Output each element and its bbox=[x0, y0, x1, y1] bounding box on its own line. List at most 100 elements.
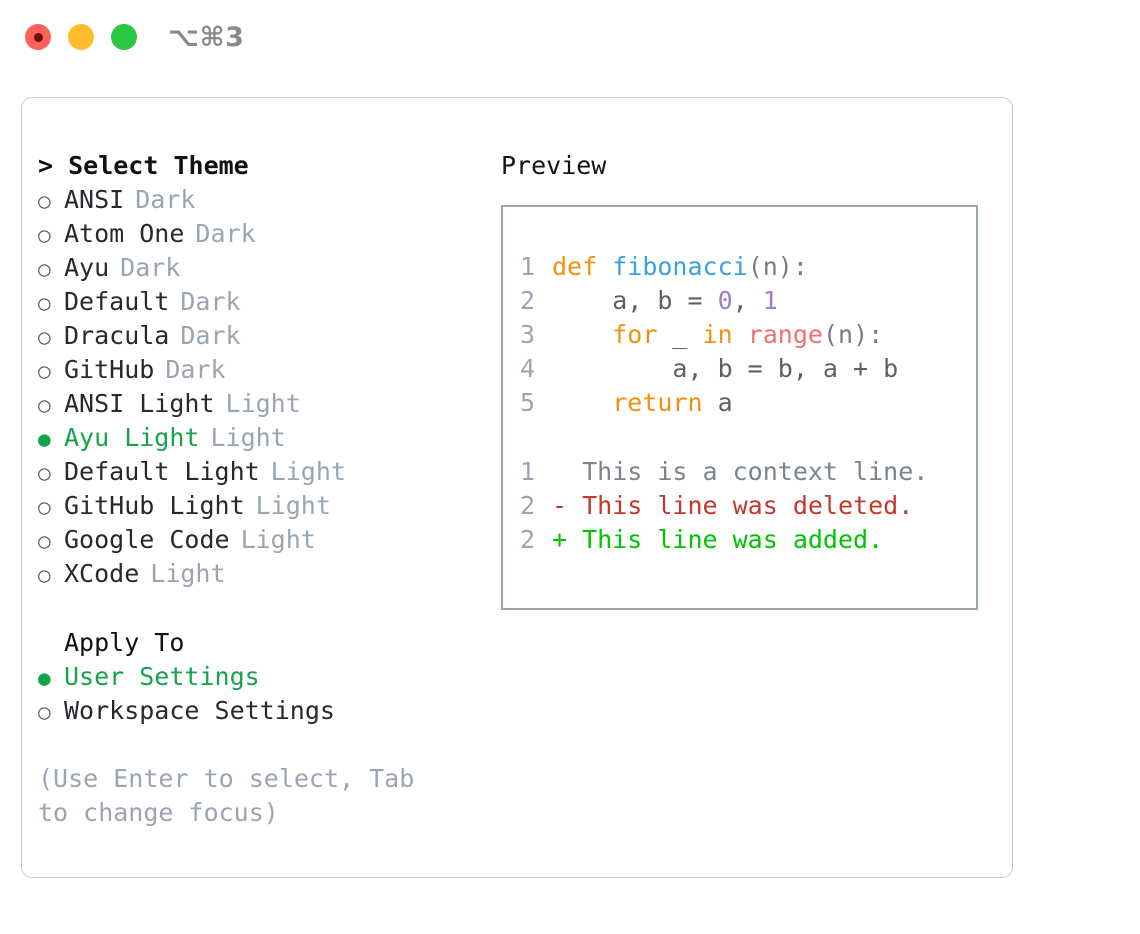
code-line: 1 def fibonacci(n): bbox=[520, 250, 898, 284]
code-line: 3 for _ in range(n): bbox=[520, 318, 898, 352]
window-controls bbox=[25, 24, 137, 50]
code-token bbox=[597, 252, 612, 281]
theme-option-label: Google Code bbox=[64, 525, 230, 554]
radio-unselected-icon: ○ bbox=[38, 257, 51, 281]
theme-option[interactable]: ○ XCode Light bbox=[38, 557, 498, 591]
code-token: def bbox=[552, 252, 598, 281]
code-token bbox=[733, 320, 748, 349]
code-token: for bbox=[612, 320, 658, 349]
theme-option-label: Dracula bbox=[64, 321, 170, 350]
code-token: range bbox=[747, 320, 823, 349]
apply-to-option[interactable]: ●User Settings bbox=[38, 660, 498, 694]
radio-unselected-icon: ○ bbox=[38, 563, 51, 587]
diff-line-number: 2 bbox=[520, 491, 536, 520]
theme-option-category: Dark bbox=[180, 287, 241, 316]
theme-option-label: XCode bbox=[64, 559, 140, 588]
theme-option-category: Dark bbox=[135, 185, 196, 214]
apply-to-section: Apply To ●User Settings○Workspace Settin… bbox=[38, 626, 498, 728]
theme-option-category: Light bbox=[225, 389, 301, 418]
code-token: (n): bbox=[822, 320, 884, 349]
radio-unselected-icon: ○ bbox=[38, 700, 51, 724]
code-line: 5 return a bbox=[520, 386, 898, 420]
theme-option[interactable]: ○ Default Light Light bbox=[38, 455, 498, 489]
radio-unselected-icon: ○ bbox=[38, 189, 51, 213]
radio-unselected-icon: ○ bbox=[38, 461, 51, 485]
apply-to-list: ●User Settings ○ Workspace Settings bbox=[38, 660, 498, 728]
theme-option[interactable]: ○ ANSI Light Light bbox=[38, 387, 498, 421]
code-token: a, b = b, a + b bbox=[552, 354, 899, 383]
code-line-text: a, b = b, a + b bbox=[552, 352, 898, 386]
theme-option-category: Light bbox=[240, 525, 316, 554]
radio-unselected-icon: ○ bbox=[38, 393, 51, 417]
code-token: a, b = bbox=[552, 286, 718, 315]
diff-marker bbox=[552, 455, 567, 489]
radio-unselected-icon: ○ bbox=[38, 325, 51, 349]
diff-marker: - bbox=[552, 491, 568, 520]
theme-option[interactable]: ○ Atom One Dark bbox=[38, 217, 498, 251]
code-token bbox=[552, 320, 612, 349]
diff-marker: + bbox=[552, 525, 568, 554]
code-line-text: for _ in range(n): bbox=[552, 318, 883, 352]
keyboard-shortcut-label: ⌥⌘3 bbox=[168, 22, 245, 53]
theme-option-label: Atom One bbox=[64, 219, 185, 248]
theme-option-label: Default Light bbox=[64, 457, 260, 486]
minimize-button[interactable] bbox=[68, 24, 94, 50]
code-token: a bbox=[702, 388, 733, 417]
diff-line: 1 This is a context line. bbox=[520, 455, 928, 489]
theme-option-label: ANSI Light bbox=[64, 389, 215, 418]
theme-option-label: Ayu bbox=[64, 253, 110, 282]
apply-to-option-label: Workspace Settings bbox=[64, 696, 335, 725]
code-token: , bbox=[732, 286, 763, 315]
code-token: 0 bbox=[717, 286, 733, 315]
code-line: 2 a, b = 0, 1 bbox=[520, 284, 898, 318]
close-button[interactable] bbox=[25, 24, 51, 50]
code-token: return bbox=[612, 388, 703, 417]
theme-option-label: Default bbox=[64, 287, 170, 316]
theme-option[interactable]: ○ Ayu Dark bbox=[38, 251, 498, 285]
radio-unselected-icon: ○ bbox=[38, 529, 51, 553]
code-line-text: return a bbox=[552, 386, 733, 420]
theme-option[interactable]: ○ Default Dark bbox=[38, 285, 498, 319]
radio-unselected-icon: ○ bbox=[38, 223, 51, 247]
code-line-number: 1 bbox=[520, 252, 536, 281]
theme-option[interactable]: ○ GitHub Dark bbox=[38, 353, 498, 387]
theme-option-label: Ayu Light bbox=[64, 423, 200, 452]
theme-option-category: Dark bbox=[120, 253, 181, 282]
radio-unselected-icon: ○ bbox=[38, 291, 51, 315]
theme-option-category: Dark bbox=[165, 355, 226, 384]
theme-option-label: GitHub Light bbox=[64, 491, 245, 520]
theme-option-category: Dark bbox=[195, 219, 256, 248]
diff-line-number: 1 bbox=[520, 457, 536, 486]
diff-line: 2+ This line was added. bbox=[520, 523, 928, 557]
code-token: _ bbox=[657, 320, 703, 349]
title-bar: ⌥⌘3 bbox=[0, 0, 1140, 78]
maximize-button[interactable] bbox=[111, 24, 137, 50]
theme-option-category: Light bbox=[270, 457, 346, 486]
preview-heading: Preview bbox=[501, 151, 607, 180]
code-token: 1 bbox=[762, 286, 778, 315]
code-line: 4 a, b = b, a + b bbox=[520, 352, 898, 386]
diff-line: 2- This line was deleted. bbox=[520, 489, 928, 523]
code-line-text: def fibonacci(n): bbox=[552, 250, 808, 284]
code-line-text: a, b = 0, 1 bbox=[552, 284, 778, 318]
theme-option-category: Light bbox=[150, 559, 226, 588]
code-token: (n): bbox=[747, 252, 808, 281]
diff-line-number: 2 bbox=[520, 525, 536, 554]
diff-line-text: This line was deleted. bbox=[567, 491, 914, 520]
code-token bbox=[552, 388, 612, 417]
theme-option-label: GitHub bbox=[64, 355, 155, 384]
code-line-number: 3 bbox=[520, 320, 536, 349]
radio-unselected-icon: ○ bbox=[38, 495, 51, 519]
radio-unselected-icon: ○ bbox=[38, 359, 51, 383]
code-token: in bbox=[702, 320, 733, 349]
theme-option[interactable]: ○ Google Code Light bbox=[38, 523, 498, 557]
apply-to-option[interactable]: ○ Workspace Settings bbox=[38, 694, 498, 728]
